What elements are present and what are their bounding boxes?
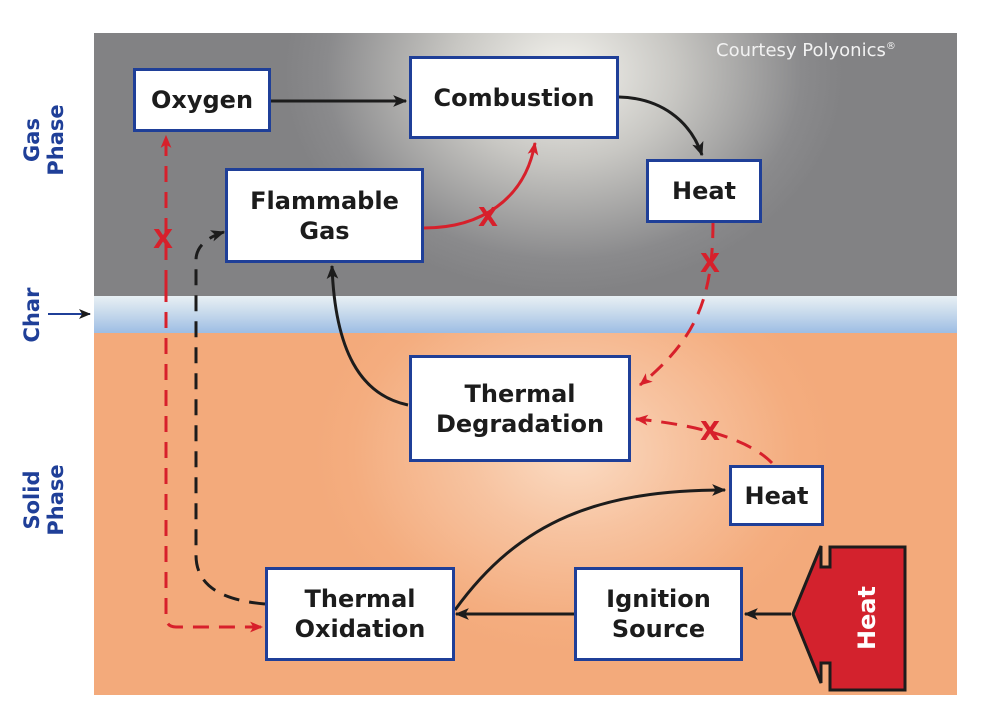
edge-degradation-flammable xyxy=(326,264,409,407)
edge-combustion-heat xyxy=(618,95,704,157)
node-thermal-oxidation-line1: Thermal xyxy=(304,585,416,613)
node-flammable-gas-line2: Gas xyxy=(299,216,350,245)
node-oxygen: Oxygen xyxy=(133,68,271,132)
blocked-marker-3: X xyxy=(700,417,720,447)
external-heat-label: Heat xyxy=(853,585,881,650)
credit-label: Courtesy Polyonics xyxy=(716,40,886,61)
node-flammable-gas-line1: Flammable xyxy=(250,186,399,215)
node-heat-solid-label: Heat xyxy=(744,481,809,510)
edge-oxygen-oxidation xyxy=(164,286,264,633)
node-ignition-source-line2: Source xyxy=(611,615,706,643)
node-thermal-degradation-line2: Degradation xyxy=(435,409,605,438)
node-flammable-gas: Flammable Gas xyxy=(225,168,424,263)
blocked-marker-2: X xyxy=(700,249,720,279)
node-thermal-degradation-line1: Thermal xyxy=(464,379,576,408)
node-thermal-oxidation: Thermal Oxidation xyxy=(265,567,455,661)
node-ignition-source: Ignition Source xyxy=(574,567,743,661)
edge-heat-degradation xyxy=(639,221,715,387)
edge-heatsolid-degradation xyxy=(634,414,774,465)
node-oxygen-label: Oxygen xyxy=(150,86,254,114)
node-thermal-oxidation-line2: Oxidation xyxy=(294,615,426,643)
node-combustion: Combustion xyxy=(409,56,619,139)
blocked-marker-4: X xyxy=(153,225,173,255)
char-layer-band xyxy=(94,296,957,333)
registered-mark: ® xyxy=(885,41,896,52)
external-heat-arrow-shape xyxy=(791,545,907,692)
node-thermal-degradation: Thermal Degradation xyxy=(409,355,631,462)
edge-flammable-combustion xyxy=(423,141,539,230)
node-ignition-source-line1: Ignition xyxy=(606,585,711,613)
node-combustion-label: Combustion xyxy=(433,83,595,112)
edge-oxidation-flammable xyxy=(194,230,266,606)
credit-text: Courtesy Polyonics® xyxy=(716,40,896,61)
blocked-marker-1: X xyxy=(478,203,498,233)
node-heat-solid: Heat xyxy=(729,465,824,526)
node-heat-gas-label: Heat xyxy=(671,177,737,205)
node-heat-gas: Heat xyxy=(646,159,762,223)
edge-oxidation-heat xyxy=(453,484,727,611)
